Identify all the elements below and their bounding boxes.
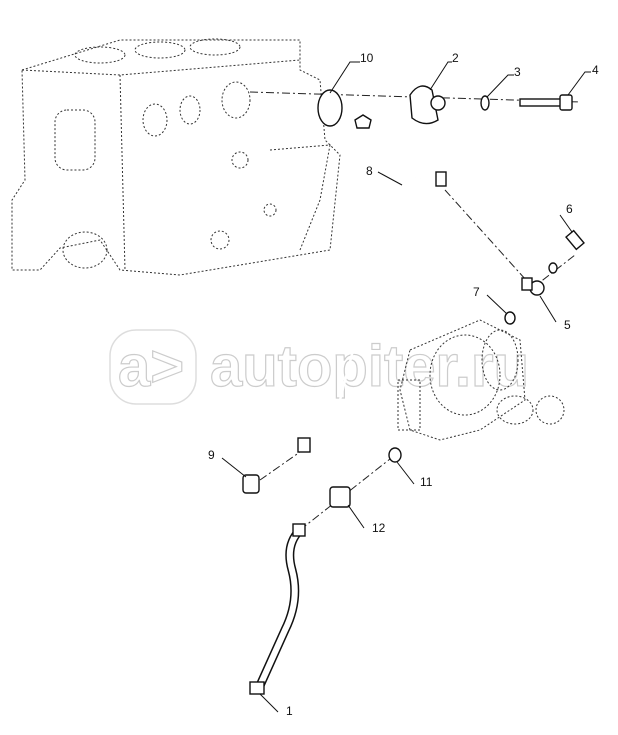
- svg-text:9: 9: [208, 448, 215, 462]
- svg-text:1: 1: [286, 704, 293, 718]
- watermark-logo: a>: [118, 334, 184, 399]
- svg-text:5: 5: [564, 318, 571, 332]
- svg-text:11: 11: [420, 475, 433, 489]
- callout-5: 5: [539, 295, 571, 332]
- callout-7: 7: [473, 285, 508, 315]
- callout-3: 3: [486, 65, 521, 98]
- part-10-seal-ring: [317, 89, 343, 127]
- callout-10: 10: [329, 51, 374, 94]
- callouts: 10 2 3 4 8 6 7 5 9 11 12 1: [208, 51, 599, 718]
- turbocharger: [397, 319, 565, 441]
- part-6-banjo-bolt: [548, 229, 585, 274]
- svg-text:3: 3: [514, 65, 521, 79]
- callout-11: 11: [396, 461, 433, 489]
- part-4-bolt: [519, 94, 573, 111]
- svg-text:12: 12: [372, 521, 386, 535]
- svg-text:2: 2: [452, 51, 459, 65]
- callout-1: 1: [259, 693, 293, 718]
- part-2-fitting: [354, 85, 446, 129]
- svg-text:8: 8: [366, 164, 373, 178]
- watermark-text: autopiter.ru: [210, 334, 529, 399]
- callout-2: 2: [429, 51, 459, 91]
- callout-12: 12: [347, 504, 386, 535]
- part-12-adapter: [329, 486, 351, 508]
- callout-9: 9: [208, 448, 247, 478]
- part-5-banjo: [521, 277, 545, 296]
- watermark: a> autopiter.ru: [109, 329, 530, 405]
- part-7-washer: [504, 311, 516, 325]
- engine-block: [11, 38, 341, 276]
- callout-6: 6: [559, 202, 573, 233]
- part-1-oil-return-pipe: [249, 523, 306, 695]
- part-8-oil-feed-pipe: [297, 171, 447, 453]
- svg-text:6: 6: [566, 202, 573, 216]
- part-9-adapter: [242, 474, 260, 494]
- svg-text:10: 10: [360, 51, 374, 65]
- part-3-washer: [480, 95, 490, 111]
- svg-text:7: 7: [473, 285, 480, 299]
- svg-text:4: 4: [592, 63, 599, 77]
- part-11-seal: [388, 447, 402, 463]
- callout-8: 8: [366, 164, 403, 186]
- callout-4: 4: [567, 63, 599, 96]
